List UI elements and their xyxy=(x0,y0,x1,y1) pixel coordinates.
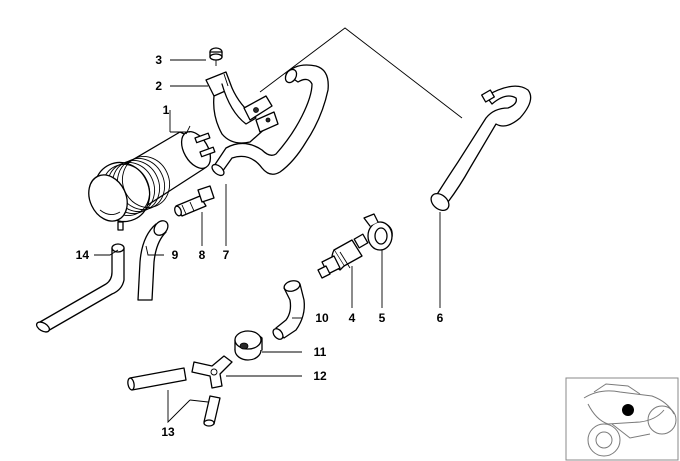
rubber-grommet[interactable] xyxy=(234,330,263,361)
label-12: 12 xyxy=(313,369,327,383)
label-14: 14 xyxy=(76,248,90,262)
connector-pipe-8[interactable] xyxy=(173,185,215,217)
y-connector[interactable] xyxy=(191,355,233,389)
label-3: 3 xyxy=(155,53,162,67)
charcoal-canister[interactable] xyxy=(82,125,217,231)
label-1: 1 xyxy=(163,103,170,117)
motorcycle-locator-icon xyxy=(565,377,679,461)
short-hoses-13[interactable] xyxy=(127,367,221,427)
hose-14[interactable] xyxy=(35,243,125,334)
valve[interactable] xyxy=(317,233,369,279)
locator-marker xyxy=(622,404,634,416)
label-6: 6 xyxy=(437,311,444,325)
label-2: 2 xyxy=(155,79,162,93)
leader-lines xyxy=(94,59,441,424)
screw[interactable] xyxy=(209,47,223,66)
label-8: 8 xyxy=(199,248,206,262)
part-labels: 3 2 1 14 9 8 7 10 4 5 6 11 12 13 xyxy=(76,53,444,439)
label-13: 13 xyxy=(161,425,175,439)
canister-bracket[interactable] xyxy=(205,71,279,144)
label-5: 5 xyxy=(379,311,386,325)
label-9: 9 xyxy=(172,248,179,262)
hose-6[interactable] xyxy=(428,85,532,214)
hose-7[interactable] xyxy=(210,64,329,178)
label-4: 4 xyxy=(349,311,356,325)
label-10: 10 xyxy=(315,311,329,325)
hose-9[interactable] xyxy=(137,218,171,301)
label-7: 7 xyxy=(223,248,230,262)
hose-clamp[interactable] xyxy=(363,213,393,251)
label-11: 11 xyxy=(314,345,327,359)
elbow-hose-10[interactable] xyxy=(271,279,305,341)
